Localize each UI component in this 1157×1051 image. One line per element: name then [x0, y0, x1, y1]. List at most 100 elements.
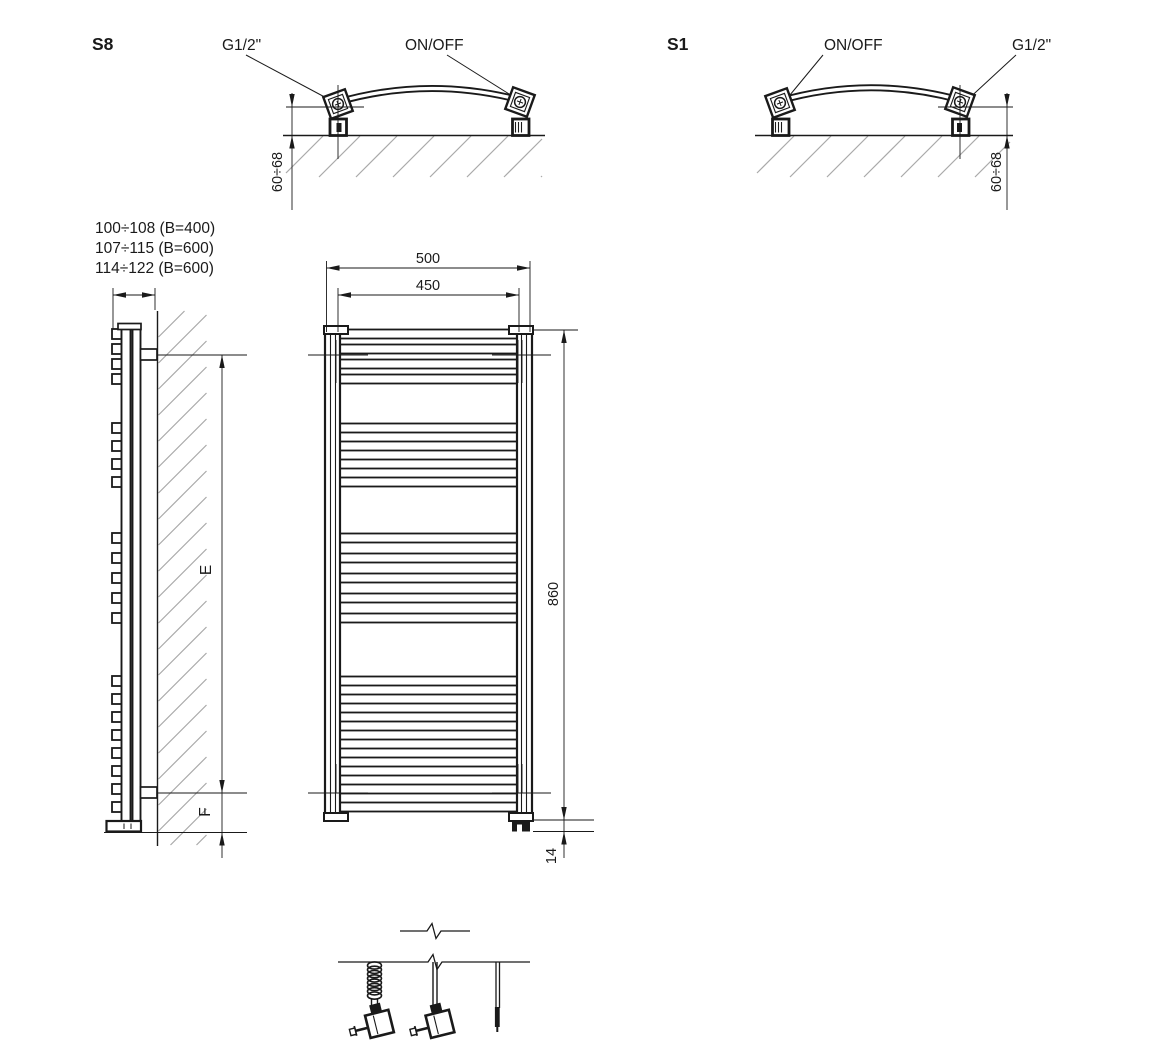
s1-left-foot	[771, 117, 791, 137]
front-tube-rungs	[338, 328, 520, 813]
coil-loop	[366, 978, 383, 988]
dimension-arrowhead	[561, 831, 567, 845]
side-tube-end	[111, 458, 123, 470]
hatch-line	[863, 135, 906, 178]
front-tube-rung	[338, 328, 520, 340]
front-view: 500 450 860 14	[308, 251, 594, 864]
hatch-line	[355, 135, 398, 178]
hatch-line	[158, 548, 207, 598]
coil-loop	[366, 986, 383, 996]
dimension-arrowhead	[1004, 94, 1010, 107]
hatch-line	[158, 392, 207, 442]
s8-left-connection-label: G1/2"	[222, 37, 261, 54]
side-tube-end	[111, 343, 123, 355]
dimension-arrowhead	[506, 292, 519, 298]
hatch-line	[158, 496, 207, 546]
hatch-line	[158, 366, 207, 416]
s8-right-connector	[504, 86, 536, 118]
front-tube-rung	[338, 801, 520, 813]
s8-right-foot-stripes	[514, 122, 523, 133]
side-tube-end	[111, 373, 123, 385]
dimension-arrowhead	[326, 265, 340, 271]
hatch-line	[158, 418, 207, 468]
hatch-line	[937, 135, 980, 178]
hatch-line	[158, 600, 207, 650]
side-tube-end	[111, 552, 123, 564]
front-right-collector-walls	[520, 331, 528, 818]
front-tube-rung	[338, 343, 520, 355]
side-tube-end	[111, 675, 123, 687]
s1-pipe-arc-inner	[778, 86, 961, 103]
s8-right-foot	[511, 117, 531, 137]
hatch-line	[158, 626, 207, 676]
front-right-collector	[515, 327, 534, 822]
s1-left-connection-label: ON/OFF	[824, 37, 883, 54]
s8-left-foot-mark	[336, 123, 342, 132]
s8-wall-distance-dim: 60÷68	[270, 152, 286, 192]
e-dim-reference-lines	[158, 354, 247, 794]
side-lower-bracket	[139, 786, 158, 799]
dimension-arrows	[113, 94, 1010, 846]
side-bottom-foot-detail	[123, 823, 132, 829]
front-bottom-cap-right	[508, 812, 534, 822]
dimension-arrowhead	[219, 780, 225, 793]
side-tube-end	[111, 729, 123, 741]
front-heating-element-slot	[517, 824, 522, 832]
dimension-arrowhead	[219, 355, 225, 368]
front-tube-rung	[338, 440, 520, 452]
hatch-line	[466, 135, 509, 178]
front-left-collector-walls	[329, 331, 337, 818]
dimension-arrowhead	[517, 265, 530, 271]
coil-loop	[366, 974, 383, 983]
f-dim-label: F	[197, 807, 214, 816]
bare-cable-cord	[495, 962, 501, 1008]
s8-right-leader-line	[446, 54, 518, 100]
straight-cable-cord	[432, 962, 438, 1006]
hatch-line	[429, 135, 472, 178]
height-dim-reference-lines	[533, 329, 594, 832]
side-tube-end	[111, 693, 123, 705]
hatch-line	[158, 704, 207, 754]
side-upper-bracket	[139, 348, 158, 361]
s1-left-foot-stripes	[774, 122, 783, 133]
hatch-line	[392, 135, 435, 178]
hatch-line	[900, 135, 943, 178]
depth-variant-notes: 100÷108 (B=400) 107÷115 (B=600) 114÷122 …	[95, 220, 215, 277]
s8-left-leader-line	[245, 54, 335, 103]
coil-loop	[366, 982, 383, 992]
dimension-arrowhead	[289, 94, 295, 107]
front-tube-rung	[338, 476, 520, 488]
front-top-cap-left	[323, 325, 349, 335]
coil-loop	[366, 991, 383, 1000]
top-view-s1: S1 ON/OFF G1/2" 60÷68	[667, 34, 1051, 210]
s8-hatch	[285, 135, 543, 178]
dimension-arrowhead	[1004, 135, 1010, 149]
hatch-line	[158, 756, 207, 806]
hatch-line	[158, 678, 207, 728]
depth-note-b600b: 114÷122 (B=600)	[95, 260, 214, 277]
hatch-line	[158, 470, 207, 520]
model-label-s8: S8	[92, 34, 114, 54]
hatch-line	[158, 782, 207, 832]
hatch-line	[540, 175, 543, 178]
hatch-line	[974, 141, 1011, 178]
side-view: E F	[104, 288, 247, 858]
side-tube-end	[111, 358, 123, 370]
front-bottom-cap-left	[323, 812, 349, 822]
dimension-arrowhead	[561, 330, 567, 343]
front-tube-rung	[338, 675, 520, 687]
plug-coiled-cable	[343, 999, 396, 1044]
hatch-line	[503, 138, 543, 178]
side-hatch	[158, 310, 207, 846]
side-tube-end	[111, 592, 123, 604]
front-tube-rung	[338, 422, 520, 434]
front-tube-rung	[338, 358, 520, 370]
front-tube-rung	[338, 373, 520, 385]
break-line-upper	[400, 921, 470, 941]
hatch-line	[789, 135, 832, 178]
front-tube-rung	[338, 532, 520, 544]
protrusion-dim: 14	[544, 848, 560, 864]
dimension-arrowhead	[289, 135, 295, 149]
cable-options	[338, 921, 530, 1044]
